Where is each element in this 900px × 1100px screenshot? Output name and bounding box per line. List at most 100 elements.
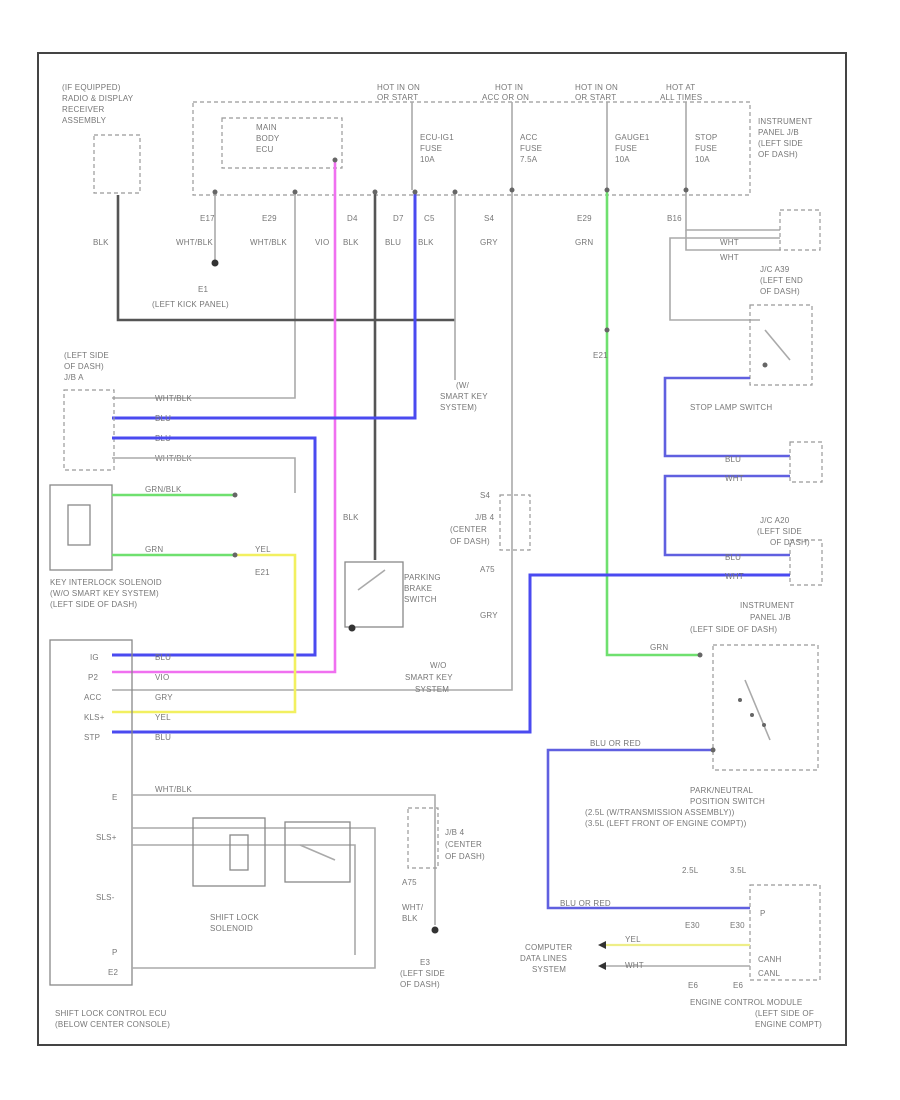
ecu-wire-whtblk: WHT/BLK [155,785,192,794]
jb4-1-b: (CENTER [450,525,487,534]
parking-brake-ground [348,624,356,632]
color-blk-2: BLK [343,238,359,247]
gry-label-mid: GRY [480,611,498,620]
ecm-box [749,884,821,981]
blue-wire-upper [112,192,417,420]
e41-label: E21 [593,351,608,360]
blue-wire-ig [112,436,317,657]
ip-jb-top-box [192,101,751,196]
key-interlock-3: (LEFT SIDE OF DASH) [50,600,137,609]
node-5 [412,189,418,195]
ecu-wire-yel: YEL [155,713,171,722]
stop-blu-2 [663,474,790,557]
ecu-pin-e: E [112,793,118,802]
jc-a39-connector-top [779,209,821,251]
shift-lock-ecu-1: SHIFT LOCK CONTROL ECU [55,1009,167,1018]
key-color-2: GRN [145,545,163,554]
node-3 [332,157,338,163]
color-whtblk-2: WHT/BLK [250,238,287,247]
radio-label-4: ASSEMBLY [62,116,107,125]
hot-on-1-a: HOT IN ON [377,83,420,92]
fuse-acc-3: 7.5A [520,155,538,164]
wht-1: WHT [725,474,744,483]
node-13 [232,492,238,498]
node-4 [372,189,378,195]
shift-lock-solenoid-coil [229,834,249,871]
wht-loop [669,237,780,321]
ecm-pin-p: P [760,909,766,918]
ecm-pin-canh: CANH [758,955,781,964]
ecu-pin-p: P [112,948,118,957]
node-2 [292,189,298,195]
key-interlock-1: KEY INTERLOCK SOLENOID [50,578,162,587]
e21-label: E21 [255,568,270,577]
blu-1: BLU [725,455,741,464]
pn-pin-1 [738,698,742,702]
radio-label-2: RADIO & DISPLAY [62,94,134,103]
ip-jb-mid-2: PANEL J/B [750,613,791,622]
parking-brake-2: BRAKE [404,584,432,593]
pn-contact [744,679,771,741]
e6-1: E6 [688,981,699,990]
main-body-ecu-box [221,117,343,169]
whtblk-low-1: WHT/ [402,903,424,912]
jb4-1-a: J/B 4 [475,513,495,522]
stop-blu-1 [663,376,790,458]
blu-orn-red-2: BLU OR RED [560,899,611,908]
yellow-kls-wire [112,553,297,714]
pink-wire [112,160,337,674]
smart-key-1-c: SYSTEM) [440,403,477,412]
ecu-wire-blu-1: BLU [155,653,171,662]
jb4-2-c: OF DASH) [445,852,485,861]
conn-e17: E17 [200,214,215,223]
jb-pin-1: WHT/BLK [155,394,192,403]
ecu-wire-vio: VIO [155,673,169,682]
e30-1: E30 [685,921,700,930]
smart-key-1-a: (W/ [456,381,470,390]
fuse-acc-2: FUSE [520,144,542,153]
node-1 [212,189,218,195]
fuse-gauge-3: 10A [615,155,630,164]
parking-brake-1: PARKING [404,573,441,582]
main-body-ecu-2: BODY [256,134,280,143]
fuse-ecu-ig-2: FUSE [420,144,442,153]
wht-2: WHT [725,572,744,581]
ecu-pin-sls-minus: SLS- [96,893,115,902]
a75-label-low: A75 [402,878,417,887]
ecu-pin-kls: KLS+ [84,713,105,722]
black-bus [116,195,455,322]
data-wht: WHT [625,961,644,970]
color-vio: VIO [315,238,329,247]
stop-lamp-switch-box [749,304,813,386]
ecu-pin-stp: STP [84,733,100,742]
jb4-center-box-2 [407,807,439,869]
key-interlock-box [49,484,113,571]
color-blk-1: BLK [93,238,109,247]
ground-e3-2: (LEFT SIDE [400,969,445,978]
parking-brake-3: SWITCH [404,595,437,604]
ecu-pin-acc: ACC [84,693,102,702]
key-interlock-2: (W/O SMART KEY SYSTEM) [50,589,159,598]
s4-label-mid: S4 [480,491,491,500]
smart-key-1-b: SMART KEY [440,392,488,401]
diagram-frame [37,52,847,1046]
color-wht-1: WHT [720,238,739,247]
ip-jb-mid-3: (LEFT SIDE OF DASH) [690,625,777,634]
ecm-label-2: (LEFT SIDE OF [755,1009,814,1018]
shift-lock-solenoid-1: SHIFT LOCK [210,913,259,922]
engine-2-5l: 2.5L [682,866,699,875]
ecm-label-1: ENGINE CONTROL MODULE [690,998,802,1007]
fuse-stop-3: 10A [695,155,710,164]
stop-switch-pivot [762,362,768,368]
left-jb-3: J/B A [64,373,84,382]
stp-blue-wire [112,573,790,734]
ground-e3 [431,926,439,934]
jb4-2-b: (CENTER [445,840,482,849]
park-neutral-switch-box [712,644,819,771]
node-6 [452,189,458,195]
computer-data-3: SYSTEM [532,965,566,974]
main-body-ecu-3: ECU [256,145,274,154]
ground-e17 [211,259,219,267]
jc-a39-2: (LEFT END [760,276,803,285]
